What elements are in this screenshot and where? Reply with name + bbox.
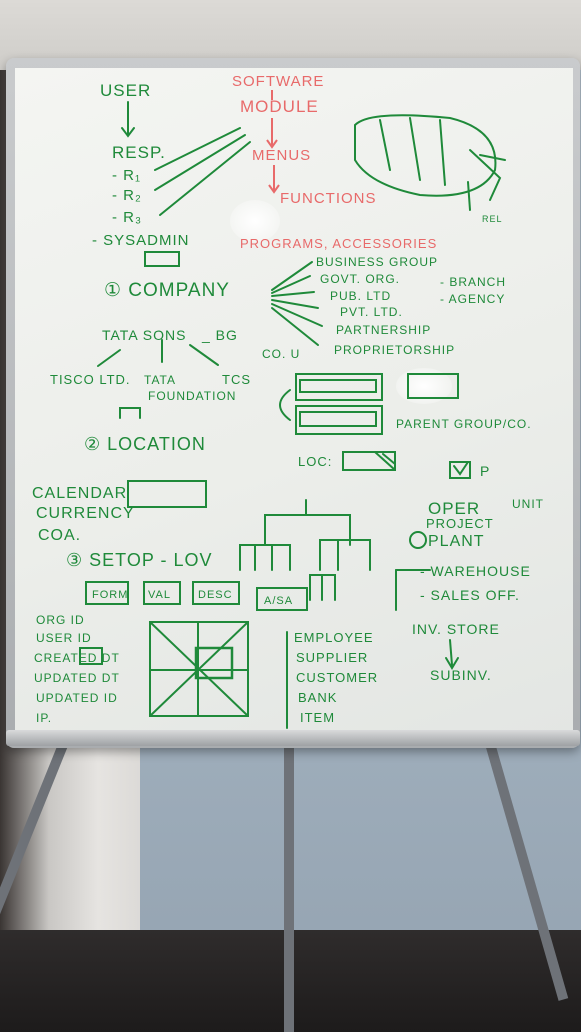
tcs-label: TCS [222, 372, 251, 387]
business-group-label: BUSINESS GROUP [316, 255, 438, 269]
project-label: PROJECT [426, 516, 494, 531]
agency-label: - AGENCY [440, 292, 505, 306]
functions-label: FUNCTIONS [280, 190, 377, 207]
company-heading: ① COMPANY [104, 280, 230, 301]
bg-label: _ BG [201, 327, 238, 343]
co-u-label: CO. U [262, 347, 300, 361]
desc-label: DESC [198, 589, 233, 601]
user-label: USER [100, 81, 151, 100]
subinv-label: SUBINV. [430, 667, 492, 683]
p-label: P [480, 463, 490, 479]
red-arrows [266, 90, 280, 194]
partnership-label: PARTNERSHIP [336, 323, 431, 337]
unit-label: UNIT [512, 497, 544, 511]
tisco-label: TISCO LTD. [50, 372, 131, 387]
module-label: MODULE [240, 97, 319, 116]
menus-label: MENUS [252, 147, 311, 164]
software-label: SOFTWARE [232, 73, 324, 90]
whiteboard-surface [15, 68, 573, 736]
updated-dt-label: UPDATED DT [34, 671, 120, 685]
coa-label: COA. [38, 527, 81, 544]
oper-label: OPER [428, 499, 480, 518]
programs-label: PROGRAMS, ACCESSORIES [240, 236, 437, 251]
updated-id-label: UPDATED ID [36, 691, 118, 705]
tata-label: TATA [144, 373, 176, 387]
marker-tray [6, 730, 580, 746]
sysadmin-label: - SYSADMIN [92, 232, 190, 249]
parent-group-label: PARENT GROUP/CO. [396, 417, 532, 431]
plant-label: PLANT [428, 533, 485, 550]
pub-ltd-label: PUB. LTD [330, 289, 391, 303]
light-glare-1 [230, 200, 280, 242]
val-label: VAL [148, 589, 171, 601]
calendar-label: CALENDAR [32, 485, 127, 502]
location-heading: ② LOCATION [84, 434, 206, 454]
sales-off-label: - SALES OFF. [420, 587, 520, 603]
foundation-label: FOUNDATION [148, 389, 236, 403]
customer-label: CUSTOMER [296, 670, 378, 685]
a-sa-label: A/SA [264, 595, 293, 607]
branch-label: - BRANCH [440, 275, 506, 289]
govt-org-label: GOVT. ORG. [320, 272, 400, 286]
created-label: CREATED DT [34, 651, 120, 665]
proprietorship-label: PROPRIETORSHIP [334, 343, 455, 357]
pvt-ltd-label: PVT. LTD. [340, 305, 403, 319]
bank-label: BANK [298, 690, 337, 705]
resp-label: RESP. [112, 143, 166, 162]
user-id-label: USER ID [36, 631, 92, 645]
green-notes: USER RESP. - R₁ - R₂ - R₃ - SYSADMIN ① C… [32, 81, 544, 725]
r1-label: - R₁ [112, 167, 141, 184]
green-strokes [79, 101, 506, 729]
r2-label: - R₂ [112, 187, 142, 204]
easel-leg-center [284, 745, 294, 1032]
ip-label: IP. [36, 711, 52, 725]
item-label: ITEM [300, 710, 335, 725]
employee-label: EMPLOYEE [294, 630, 374, 645]
loc-label: LOC: [298, 454, 332, 469]
org-id-label: ORG ID [36, 613, 85, 627]
supplier-label: SUPPLIER [296, 650, 368, 665]
rel-label: REL [482, 214, 503, 224]
setup-lov-heading: ③ SETOP - LOV [66, 550, 213, 570]
form-label: FORM [92, 589, 128, 601]
warehouse-label: - WAREHOUSE [420, 563, 531, 579]
inv-store-label: INV. STORE [412, 621, 500, 637]
r3-label: - R₃ [112, 209, 142, 226]
tata-sons-label: TATA SONS [102, 327, 186, 343]
currency-label: CURRENCY [36, 505, 135, 522]
red-notes: SOFTWARE MODULE MENUS FUNCTIONS PROGRAMS… [232, 73, 437, 251]
